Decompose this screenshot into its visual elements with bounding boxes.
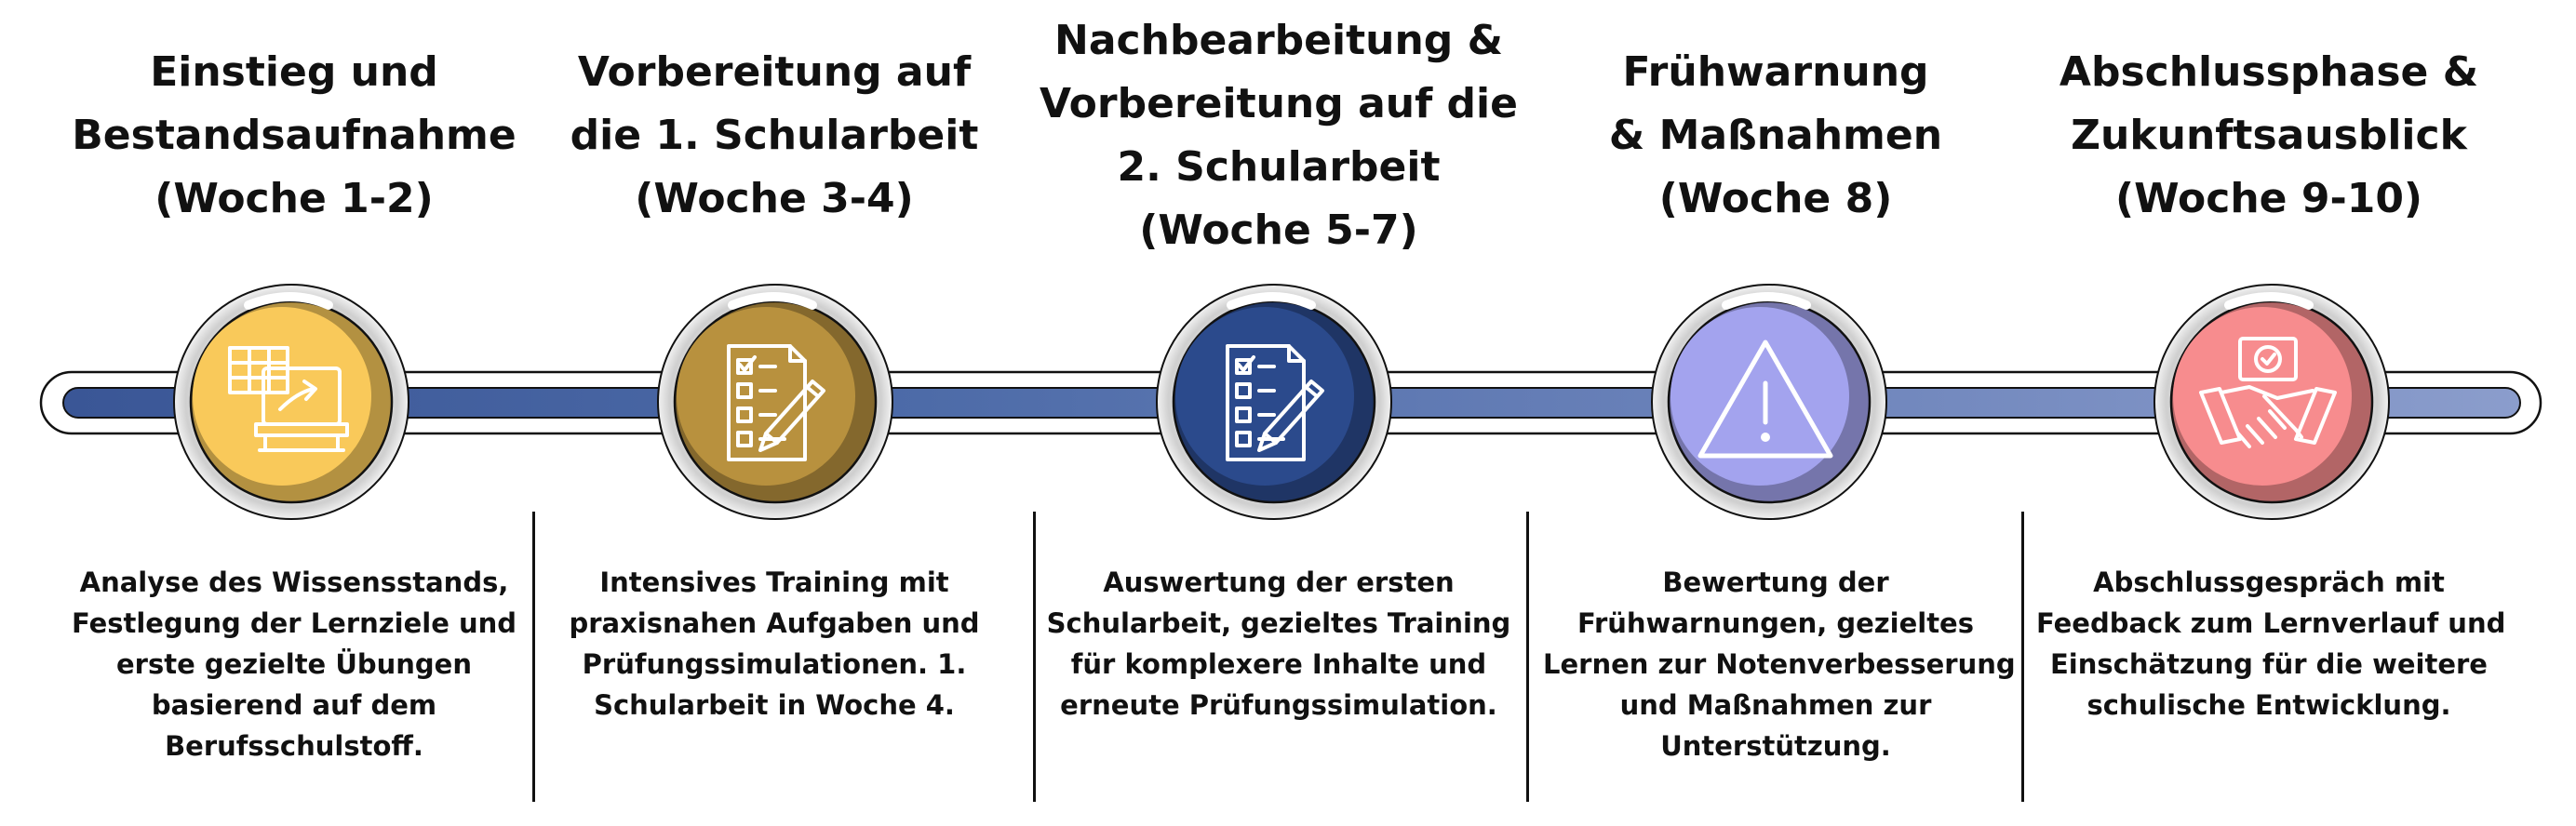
milestone-phase-1	[173, 284, 409, 520]
checklist-icon	[727, 344, 825, 461]
milestone-phase-3	[1156, 284, 1392, 520]
milestone-highlight	[1227, 292, 1316, 310]
milestone-highlight	[1722, 292, 1811, 310]
phase-1-description-line: Analyse des Wissensstands,	[79, 566, 509, 598]
column-divider	[1033, 512, 1036, 802]
phase-1-description-line: Festlegung der Lernziele und	[71, 607, 517, 639]
phase-3-title-line: (Woche 5-7)	[1139, 206, 1418, 254]
phase-4-description-line: Unterstützung.	[1660, 730, 1891, 762]
milestone-phase-4	[1651, 284, 1887, 520]
phase-2-description-line: Intensives Training mit	[599, 566, 949, 598]
phase-5-description-line: Einschätzung für die weitere	[2050, 648, 2488, 680]
phase-1-title: Einstieg und Bestandsaufnahme (Woche 1-2…	[52, 41, 536, 231]
phase-2-description-line: Prüfungssimulationen. 1.	[582, 648, 967, 680]
phase-1-description-line: erste gezielte Übungen	[115, 648, 472, 680]
phase-1-description-line: Berufsschulstoff.	[165, 730, 423, 762]
phase-3-description-line: für komplexere Inhalte und	[1070, 648, 1487, 680]
phase-2-title-line: (Woche 3-4)	[635, 175, 914, 222]
presentation-board-icon	[228, 346, 349, 452]
milestone-circle	[1670, 307, 1849, 486]
phase-1-description: Analyse des Wissensstands, Festlegung de…	[61, 562, 527, 766]
phase-5-description-line: schulische Entwicklung.	[2086, 689, 2451, 721]
phase-3-title-line: Nachbearbeitung &	[1054, 17, 1503, 64]
milestone-circle	[193, 307, 371, 486]
milestone-circle	[1175, 307, 1354, 486]
phase-1-title-line: Bestandsaufnahme	[72, 112, 517, 159]
phase-5-title-line: (Woche 9-10)	[2114, 175, 2423, 222]
phase-5-description: Abschlussgespräch mit Feedback zum Lernv…	[2036, 562, 2506, 726]
phase-4-description-line: und Maßnahmen zur	[1619, 689, 1932, 721]
phase-3-description-line: Schularbeit, gezieltes Training	[1046, 607, 1511, 639]
phase-2-title: Vorbereitung auf die 1. Schularbeit (Woc…	[532, 41, 1016, 231]
milestone-highlight	[244, 292, 333, 310]
milestone-phase-5	[2153, 284, 2390, 520]
phase-4-title: Frühwarnung & Maßnahmen (Woche 8)	[1534, 41, 2018, 231]
phase-1-title-line: (Woche 1-2)	[154, 175, 434, 222]
phase-3-description: Auswertung der ersten Schularbeit, gezie…	[1046, 562, 1511, 726]
milestone-phase-2	[657, 284, 893, 520]
phase-2-description-line: Schularbeit in Woche 4.	[594, 689, 955, 721]
column-divider	[1526, 512, 1529, 802]
phase-4-title-line: (Woche 8)	[1658, 175, 1893, 222]
phase-3-title: Nachbearbeitung & Vorbereitung auf die 2…	[1037, 9, 1521, 262]
phase-5-description-line: Abschlussgespräch mit	[2093, 566, 2445, 598]
phase-2-title-line: die 1. Schularbeit	[570, 112, 979, 159]
phase-5-description-line: Feedback zum Lernverlauf und	[2036, 607, 2506, 639]
phase-4-description-line: Lernen zur Notenverbesserung	[1543, 648, 2016, 680]
phase-4-description: Bewertung der Frühwarnungen, gezieltes L…	[1543, 562, 2016, 766]
phase-5-title: Abschlussphase & Zukunftsausblick (Woche…	[2027, 41, 2511, 231]
phase-5-title-line: Zukunftsausblick	[2071, 112, 2467, 159]
phase-4-title-line: & Maßnahmen	[1608, 112, 1943, 159]
phase-3-description-line: erneute Prüfungssimulation.	[1060, 689, 1497, 721]
phase-2-title-line: Vorbereitung auf	[577, 48, 972, 96]
phase-3-description-line: Auswertung der ersten	[1103, 566, 1455, 598]
phase-4-title-line: Frühwarnung	[1622, 48, 1929, 96]
column-divider	[2021, 512, 2024, 802]
phase-4-description-line: Frühwarnungen, gezieltes	[1577, 607, 1974, 639]
phase-1-title-line: Einstieg und	[150, 48, 438, 96]
handshake-icon	[2199, 337, 2337, 448]
phase-5-title-line: Abschlussphase &	[2059, 48, 2479, 96]
warning-triangle-icon	[1697, 340, 1833, 459]
phase-3-title-line: 2. Schularbeit	[1117, 143, 1441, 191]
column-divider	[532, 512, 535, 802]
checklist-icon	[1226, 344, 1324, 461]
phase-2-description-line: praxisnahen Aufgaben und	[569, 607, 980, 639]
phase-3-title-line: Vorbereitung auf die	[1040, 80, 1518, 127]
milestone-highlight	[2224, 292, 2314, 310]
phase-2-description: Intensives Training mit praxisnahen Aufg…	[542, 562, 1007, 726]
milestone-circle	[677, 307, 855, 486]
phase-4-description-line: Bewertung der	[1662, 566, 1889, 598]
milestone-highlight	[728, 292, 817, 310]
phase-1-description-line: basierend auf dem	[151, 689, 437, 721]
